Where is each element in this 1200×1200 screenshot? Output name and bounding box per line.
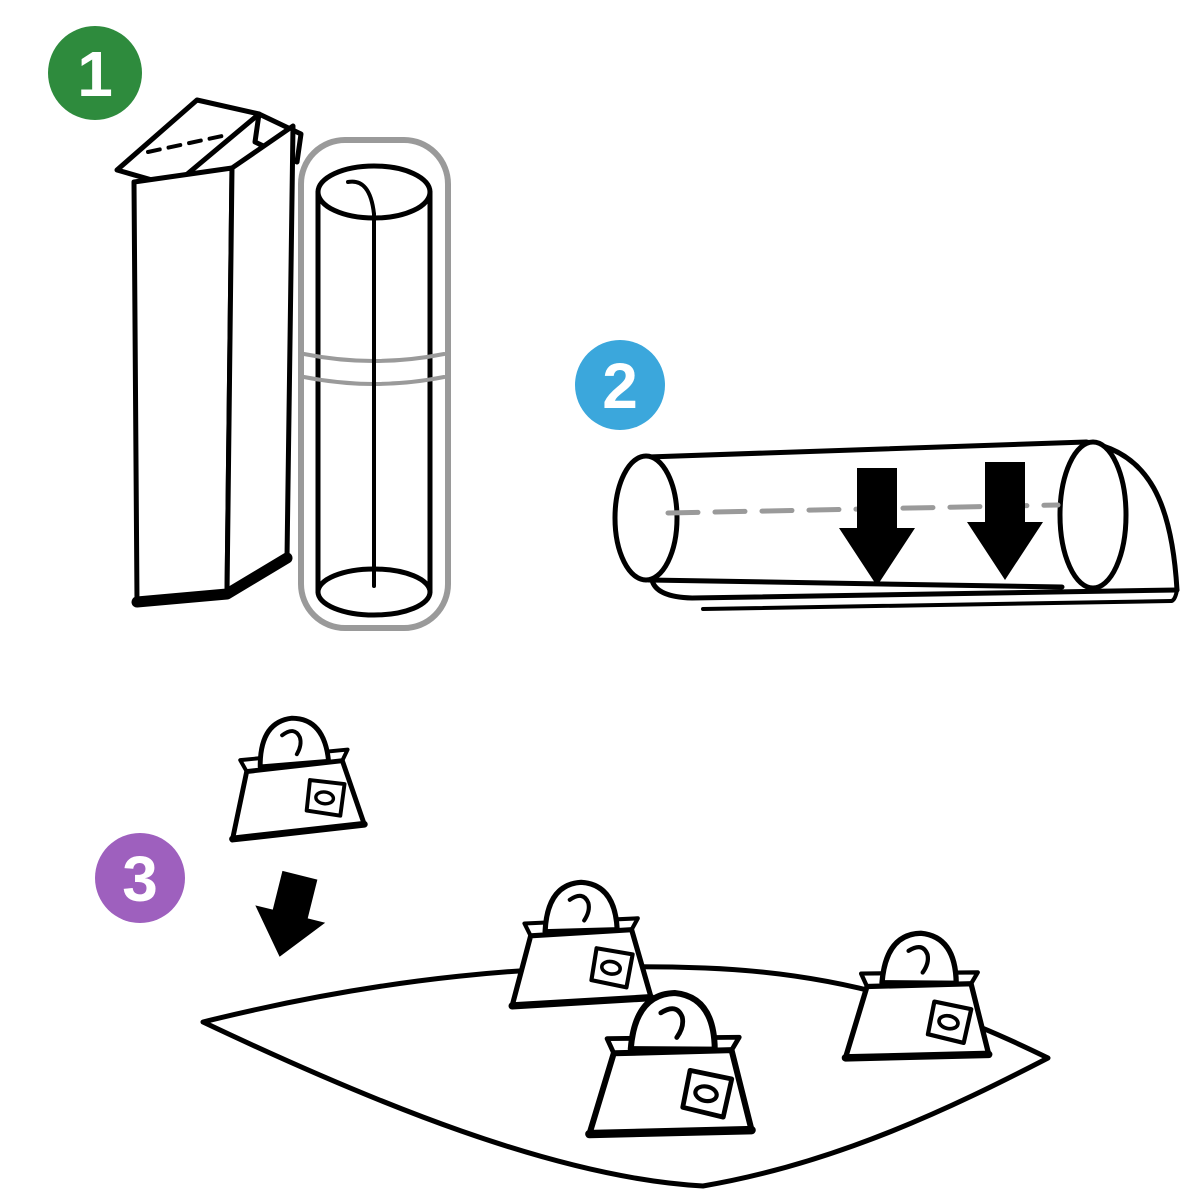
box-flap-fold-line — [146, 134, 224, 154]
weight-icon — [226, 715, 364, 839]
roll-right-end — [1057, 439, 1129, 591]
step-2-badge-circle — [575, 340, 665, 430]
box-front-face — [131, 165, 235, 605]
rolled-cover-in-wrapper-icon — [298, 137, 451, 631]
roll-left-end — [612, 453, 680, 583]
step-1-badge-circle — [48, 26, 142, 120]
clear-wrapper-outline — [298, 137, 451, 631]
down-arrow-icon — [255, 870, 326, 957]
step-3-illustration — [200, 715, 1051, 1189]
roll-top-line — [645, 439, 1089, 460]
step-2-illustration — [612, 439, 1180, 611]
down-arrow-icon — [967, 462, 1043, 580]
step-1-number: 1 — [77, 38, 113, 110]
step-1-illustration — [114, 97, 451, 631]
step-3-badge: 3 — [95, 833, 185, 923]
step-3-badge-circle — [95, 833, 185, 923]
step-3-number: 3 — [122, 843, 158, 915]
step-1-badge: 1 — [48, 26, 142, 120]
weight-icon — [512, 882, 651, 1006]
box-side-face — [224, 123, 296, 597]
weight-icon — [845, 931, 992, 1063]
press-down-arrows — [839, 462, 1043, 586]
roll-spiral-edge — [346, 179, 376, 216]
down-arrow-icon — [839, 468, 915, 586]
step-2-badge: 2 — [575, 340, 665, 430]
sheet-front-edge-bottom — [701, 599, 1173, 611]
carton-box-icon — [114, 97, 304, 608]
roll-bottom-line — [646, 577, 1065, 590]
step-2-number: 2 — [602, 350, 638, 422]
unrolling-sheet-icon — [612, 439, 1180, 611]
sheet-front-edge-top — [649, 577, 1180, 601]
box-base-edge — [131, 552, 293, 608]
